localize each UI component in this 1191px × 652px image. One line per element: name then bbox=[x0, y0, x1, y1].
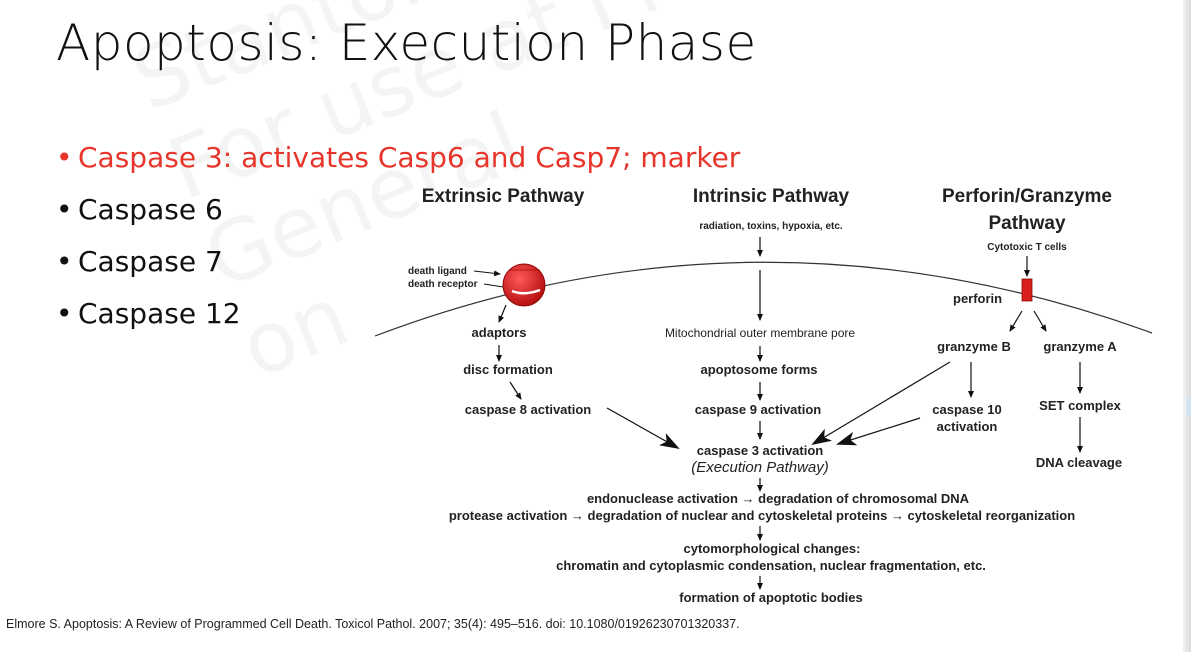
mito-pore-label: Mitochondrial outer membrane pore bbox=[665, 326, 855, 340]
citation: Elmore S. Apoptosis: A Review of Program… bbox=[6, 617, 740, 631]
arrow-casp10-casp3 bbox=[836, 417, 921, 446]
arrow-disc-casp8 bbox=[509, 381, 522, 400]
arrow-perforin-granzyme-a bbox=[1033, 310, 1047, 332]
bullet-dot: • bbox=[56, 297, 73, 330]
bullet-caspase-7: •Caspase 7 bbox=[56, 236, 740, 288]
perforin-label: perforin bbox=[953, 291, 1002, 306]
ligand-arrow bbox=[473, 270, 501, 277]
bullet-list: •Caspase 3: activates Casp6 and Casp7; m… bbox=[56, 132, 740, 340]
header-extrinsic: Extrinsic Pathway bbox=[422, 186, 585, 207]
cell-membrane bbox=[374, 261, 1153, 337]
bullet-dot: • bbox=[56, 193, 73, 226]
caspase-9-label: caspase 9 activation bbox=[695, 402, 822, 417]
caspase-8-label: caspase 8 activation bbox=[465, 402, 592, 417]
death-ligand-label: death ligand bbox=[408, 266, 467, 277]
bullet-text: Caspase 3: activates Casp6 and Casp7; ma… bbox=[78, 141, 741, 174]
apoptosome-label: apoptosome forms bbox=[700, 362, 817, 377]
bullet-dot: • bbox=[56, 141, 73, 174]
death-receptor-label: death receptor bbox=[408, 279, 478, 290]
caspase-3-label: caspase 3 activation bbox=[697, 443, 824, 458]
endonuclease-label: endonuclease activation → degradation of… bbox=[587, 491, 970, 506]
side-panel-tab[interactable] bbox=[1187, 398, 1191, 416]
apoptotic-bodies-label: formation of apoptotic bodies bbox=[679, 590, 862, 605]
caspase-10-label-2: activation bbox=[937, 419, 998, 434]
header-perforin-1: Perforin/Granzyme bbox=[942, 186, 1112, 207]
caspase-10-label-1: caspase 10 bbox=[932, 402, 1001, 417]
bullet-caspase-12: •Caspase 12 bbox=[56, 288, 740, 340]
header-intrinsic: Intrinsic Pathway bbox=[693, 186, 850, 207]
set-complex-label: SET complex bbox=[1039, 398, 1121, 413]
execution-pathway-label: (Execution Pathway) bbox=[691, 459, 829, 476]
bullet-text: Caspase 12 bbox=[78, 297, 241, 330]
slide-title: Apoptosis: Execution Phase bbox=[56, 14, 757, 72]
dna-cleavage-label: DNA cleavage bbox=[1036, 455, 1122, 470]
arrow-perforin-granzyme-b bbox=[1009, 310, 1023, 332]
disc-formation-label: disc formation bbox=[463, 362, 553, 377]
bullet-caspase-3: •Caspase 3: activates Casp6 and Casp7; m… bbox=[56, 132, 740, 184]
adaptors-label: adaptors bbox=[472, 325, 527, 340]
cytomorph-label-1: cytomorphological changes: bbox=[684, 541, 861, 556]
bullet-text: Caspase 7 bbox=[78, 245, 223, 278]
arrow-granzymeb-casp3 bbox=[811, 361, 951, 446]
cytomorph-label-2: chromatin and cytoplasmic condensation, … bbox=[556, 558, 986, 573]
bullet-caspase-6: •Caspase 6 bbox=[56, 184, 740, 236]
intrinsic-trigger: radiation, toxins, hypoxia, etc. bbox=[699, 221, 843, 232]
window-edge-scrollbar[interactable] bbox=[1183, 0, 1191, 652]
bullet-dot: • bbox=[56, 245, 73, 278]
granzyme-b-label: granzyme B bbox=[937, 339, 1011, 354]
arrow-casp8-casp3 bbox=[606, 407, 680, 449]
header-perforin-2: Pathway bbox=[988, 213, 1066, 234]
arrow-receptor-adaptors bbox=[498, 304, 507, 323]
cytotoxic-t-cells: Cytotoxic T cells bbox=[987, 242, 1067, 253]
protease-label: protease activation → degradation of nuc… bbox=[449, 508, 1075, 523]
perforin-channel-icon bbox=[1021, 278, 1033, 302]
granzyme-a-label: granzyme A bbox=[1043, 339, 1117, 354]
bullet-text: Caspase 6 bbox=[78, 193, 223, 226]
death-receptor-icon bbox=[502, 263, 546, 307]
